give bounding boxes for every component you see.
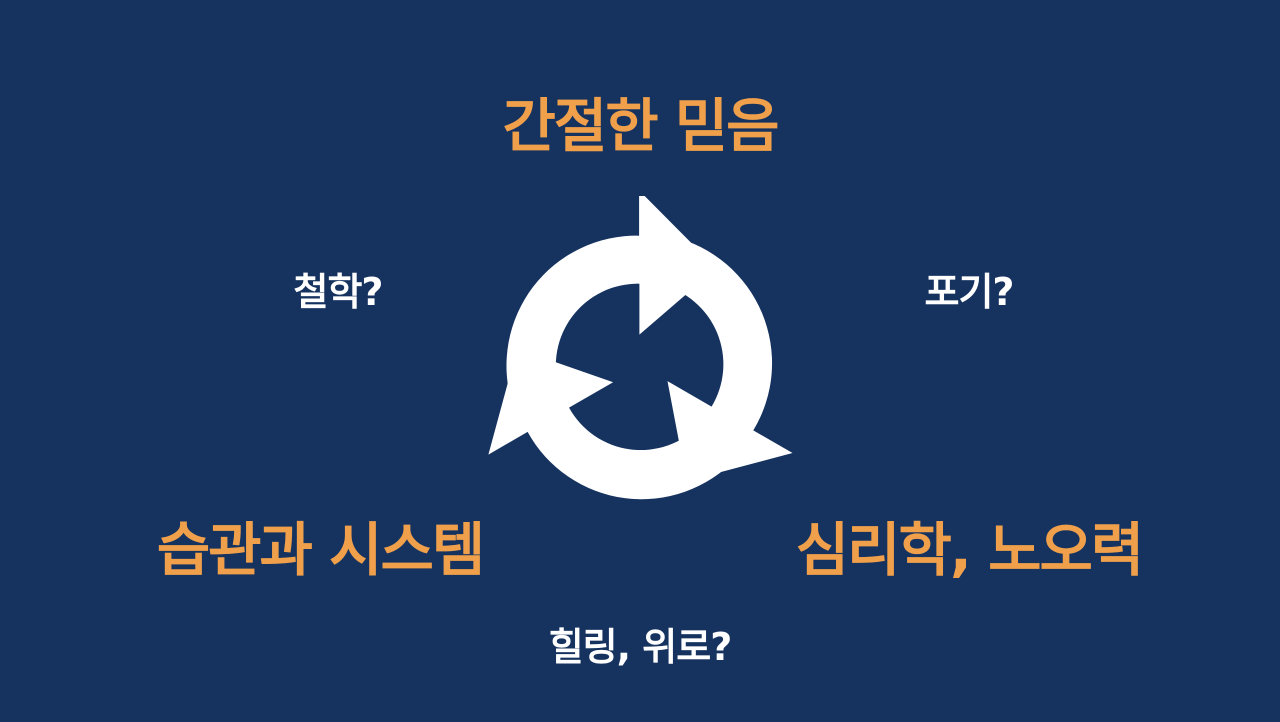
stage-label-top: 간절한 믿음 <box>502 92 780 160</box>
stage-label-bottom-left: 습관과 시스템 <box>156 516 485 584</box>
cycle-arrow-2 <box>660 236 793 482</box>
stage-label-bottom-right: 심리학, 노오력 <box>795 516 1144 584</box>
question-label-bottom: 힐링, 위로? <box>548 625 733 669</box>
question-label-top-left: 철학? <box>293 270 384 314</box>
cycle-arrows-icon <box>488 196 793 500</box>
cycle-arrow-1 <box>506 196 717 403</box>
cycle-arrow-3 <box>488 348 736 500</box>
question-label-top-right: 포기? <box>924 270 1015 314</box>
